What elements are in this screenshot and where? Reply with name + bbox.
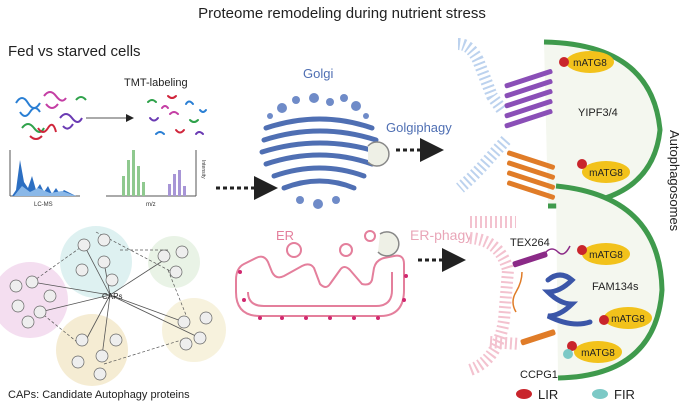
lcms-label: LC-MS xyxy=(34,202,53,208)
matg8-tex264: mATG8 xyxy=(582,243,630,265)
lir-dot xyxy=(577,159,587,169)
er-phagy-label: ER-phagy xyxy=(410,227,472,243)
golgi-vesicles xyxy=(267,93,369,209)
tex264-label: TEX264 xyxy=(510,237,550,249)
yipf-helices-orange-icon xyxy=(506,150,556,200)
lir-dot xyxy=(567,341,577,351)
matg8-bottom-golgi: mATG8 xyxy=(582,161,630,183)
fir-legend-label: FIR xyxy=(614,387,635,402)
fir-dot xyxy=(563,349,573,359)
er-phagophore-icon xyxy=(377,231,400,257)
lir-dot xyxy=(559,57,569,67)
lir-dot xyxy=(599,315,609,325)
golgi-phagophore-icon xyxy=(367,141,390,167)
caps-center-label: CAPs xyxy=(102,292,122,301)
fir-legend-icon xyxy=(592,389,608,399)
svg-text:mATG8: mATG8 xyxy=(589,168,623,179)
er-membrane-dotted xyxy=(467,216,521,376)
lir-legend-icon xyxy=(516,389,532,399)
lcms-chromatogram xyxy=(9,150,80,197)
protein-network xyxy=(0,226,226,386)
golgiphagy-label: Golgiphagy xyxy=(386,120,452,135)
lir-dot xyxy=(577,245,587,255)
autophagosomes-label: Autophagosomes xyxy=(667,130,682,232)
tmt-label: TMT-labeling xyxy=(124,77,188,89)
er-label: ER xyxy=(276,228,294,243)
matg8-fam134: mATG8 xyxy=(604,307,652,329)
golgi-membrane-dotted xyxy=(456,38,511,193)
legend: LIR FIR xyxy=(516,387,635,402)
golgi-label: Golgi xyxy=(303,66,333,81)
ms-spectrum xyxy=(106,150,197,197)
matg8-top-golgi: mATG8 xyxy=(566,51,614,73)
yipf-label: YIPF3/4 xyxy=(578,107,618,119)
svg-text:mATG8: mATG8 xyxy=(581,348,615,359)
fam134-icon xyxy=(541,272,593,327)
peptide-fragments-icon xyxy=(147,95,207,135)
tex264-icon xyxy=(512,245,571,268)
intensity-label: Intensity xyxy=(200,160,206,179)
mz-label: m/z xyxy=(146,202,156,208)
svg-text:mATG8: mATG8 xyxy=(589,250,623,261)
left-heading: Fed vs starved cells xyxy=(8,43,141,60)
fam134-label: FAM134s xyxy=(592,281,639,293)
er-icon xyxy=(235,230,405,317)
golgi-icon xyxy=(259,116,381,191)
yipf-helices-icon xyxy=(504,69,553,129)
svg-text:mATG8: mATG8 xyxy=(573,58,607,69)
lir-legend-label: LIR xyxy=(538,387,558,402)
figure-title: Proteome remodeling during nutrient stre… xyxy=(198,5,486,22)
er-autophagosome-icon xyxy=(555,183,665,381)
caps-caption: CAPs: Candidate Autophagy proteins xyxy=(8,389,190,401)
ccpg1-icon xyxy=(512,271,556,346)
ccpg1-label: CCPG1 xyxy=(520,369,558,381)
protein-cluster-icon xyxy=(15,91,87,140)
svg-text:mATG8: mATG8 xyxy=(611,314,645,325)
er-ribosomes xyxy=(238,270,408,320)
matg8-ccpg1: mATG8 xyxy=(574,341,622,363)
